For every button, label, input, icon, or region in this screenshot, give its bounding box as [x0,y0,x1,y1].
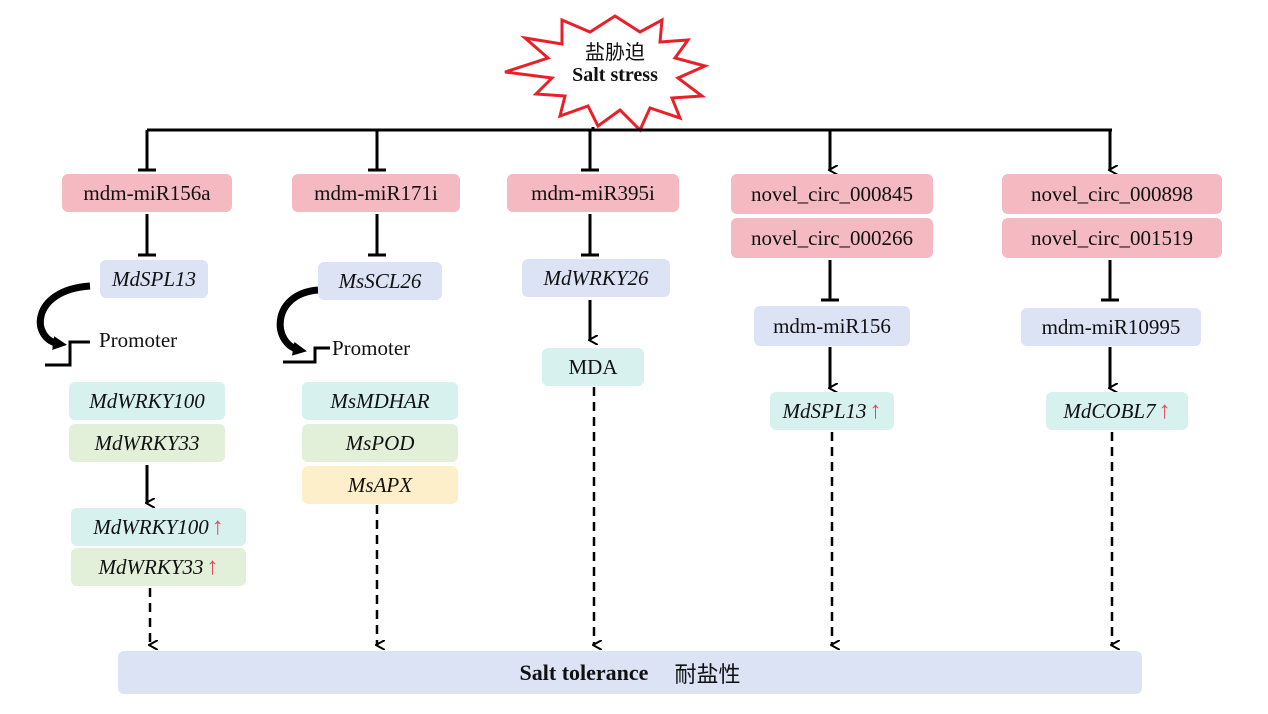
salt-tolerance-label-en: Salt tolerance [519,659,649,685]
upregulated-gene-box: MdCOBL7↑ [1046,392,1188,430]
upregulated-gene-box: MdWRKY33↑ [71,548,246,586]
dashed-arrows [150,387,1112,645]
gene-label: MdCOBL7 [1063,398,1156,423]
up-arrow-icon: ↑ [206,553,219,580]
target-gene-box: MdWRKY26 [522,259,670,297]
salt-tolerance-bar: Salt tolerance 耐盐性 [118,651,1142,694]
gene-box: MdWRKY100 [69,382,225,420]
circrna-box: novel_circ_000266 [731,218,933,258]
up-arrow-icon: ↑ [211,513,224,540]
upregulated-gene-box: MdSPL13↑ [770,392,894,430]
mirna-box: mdm-miR156a [62,174,232,212]
gene-label: MdWRKY33 [98,554,204,579]
mirna-box: mdm-miR10995 [1021,308,1201,346]
circrna-box: novel_circ_000845 [731,174,933,214]
promoter-curves [36,282,330,367]
promoter-label: Promoter [99,328,178,352]
promoter-label: Promoter [332,336,411,360]
up-arrow-icon: ↑ [869,397,882,424]
up-arrow-icon: ↑ [1158,397,1171,424]
inhibition-lines [138,130,1119,302]
gene-box: MsPOD [302,424,458,462]
circrna-box: novel_circ_001519 [1002,218,1222,258]
mirna-box: mdm-miR171i [292,174,460,212]
stress-label-en: Salt stress [572,64,658,86]
gene-box: MsAPX [302,466,458,504]
mirna-box: mdm-miR156 [754,306,910,346]
gene-box: MsMDHAR [302,382,458,420]
target-gene-box: MdSPL13 [100,260,208,298]
target-gene-box: MsSCL26 [318,262,442,300]
circrna-box: novel_circ_000898 [1002,174,1222,214]
activation-arrows [147,130,1110,503]
gene-label: MdSPL13 [782,398,867,423]
gene-label: MdWRKY100 [93,514,209,539]
salt-tolerance-label-zh: 耐盐性 [674,661,741,687]
product-box: MDA [542,348,644,386]
upregulated-gene-box: MdWRKY100↑ [71,508,246,546]
mirna-box: mdm-miR395i [507,174,679,212]
gene-box: MdWRKY33 [69,424,225,462]
salt-stress-burst [504,14,710,133]
stress-label-zh: 盐胁迫 [585,42,645,64]
